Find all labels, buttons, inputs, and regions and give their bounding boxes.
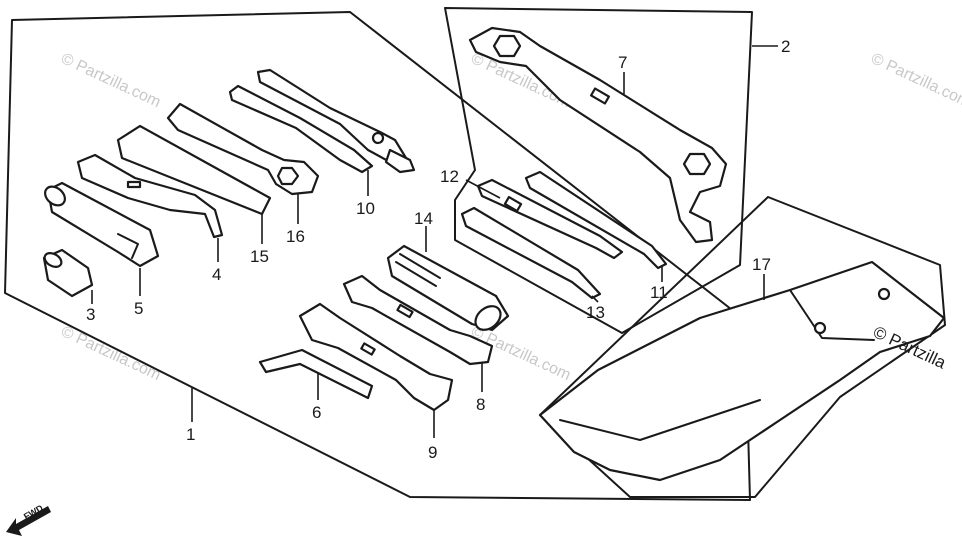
part-3-socket [42, 248, 94, 298]
callout-14: 14 [414, 209, 433, 228]
callout-7: 7 [618, 53, 627, 72]
part-9-open-spanner [298, 302, 454, 412]
part-13-screwdriver [460, 206, 602, 300]
callout-2: 2 [781, 37, 790, 56]
fwd-arrow-icon [6, 506, 51, 536]
callout-8: 8 [476, 395, 485, 414]
callout-5: 5 [134, 299, 143, 318]
part-16-ring-spanner [166, 102, 320, 196]
callout-4: 4 [212, 265, 221, 284]
callout-17: 17 [752, 255, 771, 274]
callout-9: 9 [428, 443, 437, 462]
callout-16: 16 [286, 227, 305, 246]
callout-15: 15 [250, 247, 269, 266]
part-17-tool-bag [538, 260, 946, 482]
fwd-direction-marker: FWD [6, 503, 51, 536]
part-4-pin-spanner [76, 153, 224, 239]
part-6-hex-key [258, 348, 374, 400]
callout-10: 10 [356, 199, 375, 218]
part-5-box-spanner [44, 181, 160, 268]
part-10-pliers [228, 68, 416, 174]
callout-labels: 1 2 3 4 5 6 7 8 9 10 11 12 13 14 15 16 1… [86, 37, 790, 462]
part-15-flat-bar [116, 124, 272, 216]
callout-11: 11 [650, 283, 668, 302]
callout-1: 1 [186, 425, 195, 444]
part-12-screwdriver [476, 178, 624, 260]
callout-12: 12 [440, 167, 459, 186]
callout-6: 6 [312, 403, 321, 422]
callout-13: 13 [586, 303, 605, 322]
part-7-ring-spanner [468, 26, 728, 244]
watermark-text: © Partzilla.com [868, 50, 962, 111]
part-14-handle [386, 244, 510, 332]
leader-lines [91, 45, 778, 438]
callout-3: 3 [86, 305, 95, 324]
sub-kit-boundary [444, 7, 753, 334]
tool-kit-boundary [4, 11, 751, 501]
part-8-open-spanner [342, 274, 494, 366]
watermark-text: © Partzilla.com [58, 50, 163, 111]
watermark-text: © Partzilla.com [58, 323, 163, 384]
